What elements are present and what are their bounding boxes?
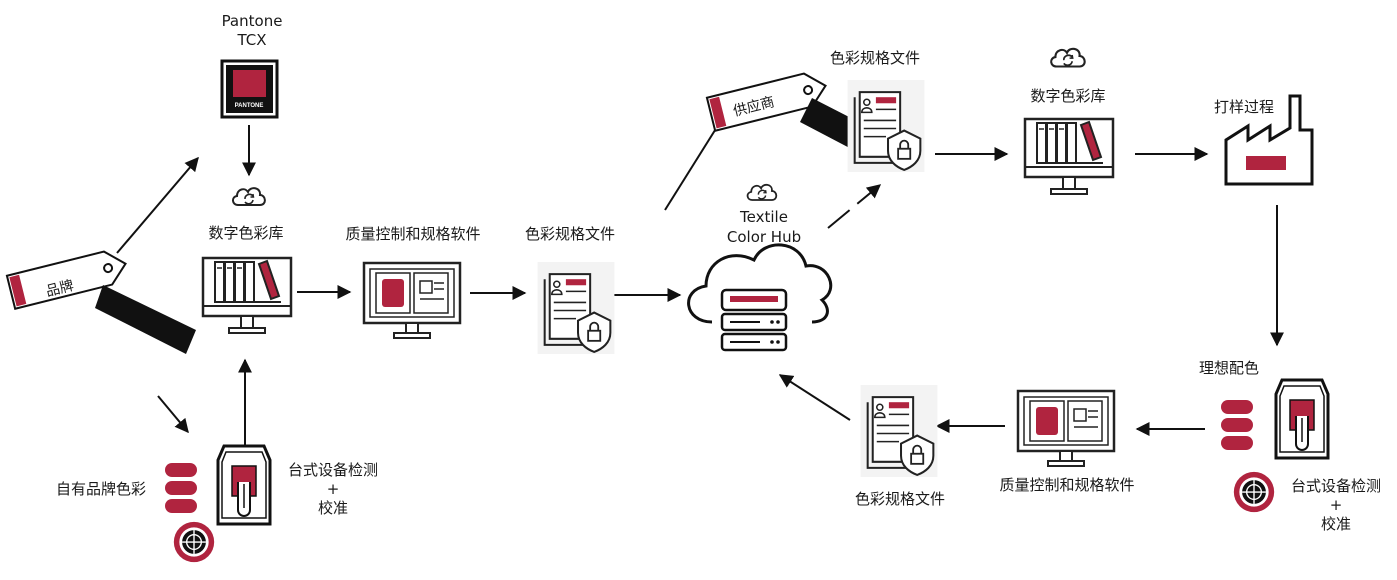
color-library-monitor-icon-left: [201, 256, 293, 335]
label-bench-left-line2: +: [326, 480, 340, 498]
arrow-hub-to-supplier-spec: [827, 184, 882, 229]
brand-tag-strap: [95, 285, 196, 354]
label-qc-software-bottom: 质量控制和规格软件: [999, 476, 1135, 494]
label-digital-library-left: 数字色彩库: [208, 224, 284, 242]
qc-software-monitor-icon-bottom: [1016, 389, 1116, 468]
label-bench-right-line1: 台式设备检测: [1290, 477, 1382, 495]
calibration-target-icon-left: [173, 521, 215, 563]
label-qc-software-top: 质量控制和规格软件: [345, 225, 481, 243]
label-bench-left-line1: 台式设备检测: [287, 461, 379, 479]
line-supplier-tag: [664, 126, 718, 211]
pantone-logo-text: PANTONE: [235, 103, 264, 109]
supplier-tag-icon: [705, 72, 827, 132]
label-own-brand-colors: 自有品牌色彩: [55, 480, 147, 498]
spec-document-lock-icon-top: [536, 260, 616, 356]
cloud-sync-icon-left: [231, 187, 266, 206]
label-textile-hub-line2: Color Hub: [726, 228, 802, 246]
label-textile-hub-line1: Textile: [740, 208, 788, 226]
arrow-brand-to-pantone: [116, 156, 199, 254]
label-color-spec-supplier: 色彩规格文件: [829, 49, 921, 67]
label-digital-library-right: 数字色彩库: [1030, 87, 1106, 105]
label-color-spec-bottom: 色彩规格文件: [854, 490, 946, 508]
database-stack-icon-right: [1221, 400, 1253, 450]
cloud-sync-icon-right: [1050, 47, 1086, 68]
pantone-swatch-icon: PANTONE: [220, 59, 279, 119]
spectrophotometer-icon-right: [1274, 378, 1330, 460]
label-ideal-match: 理想配色: [1198, 359, 1260, 377]
label-sampling-process: 打样过程: [1213, 98, 1275, 116]
cloud-server-icon: [687, 183, 833, 352]
color-library-monitor-icon-right: [1023, 117, 1115, 196]
cloud-sync-icon-hub: [746, 183, 778, 201]
label-bench-right-line2: +: [1329, 496, 1343, 514]
label-bench-left-line3: 校准: [317, 499, 349, 517]
brand-tag-icon: [5, 250, 127, 310]
calibration-target-icon-right: [1233, 471, 1275, 513]
arrow-brand-to-own-colors: [157, 395, 189, 434]
label-pantone-line1: Pantone: [221, 12, 283, 30]
factory-icon: [1224, 94, 1314, 186]
spectrophotometer-icon-left: [216, 444, 272, 526]
label-pantone-line2: TCX: [237, 31, 267, 49]
arrow-spec-to-hub-bottom: [778, 374, 851, 421]
flow-arrows: [116, 125, 1284, 445]
spec-document-lock-icon-supplier: [846, 78, 926, 174]
database-stack-icon-left: [165, 463, 197, 513]
label-color-spec-top: 色彩规格文件: [524, 225, 616, 243]
spec-document-lock-icon-bottom: [859, 383, 939, 479]
qc-software-monitor-icon-top: [362, 261, 462, 340]
label-bench-right-line3: 校准: [1320, 515, 1352, 533]
